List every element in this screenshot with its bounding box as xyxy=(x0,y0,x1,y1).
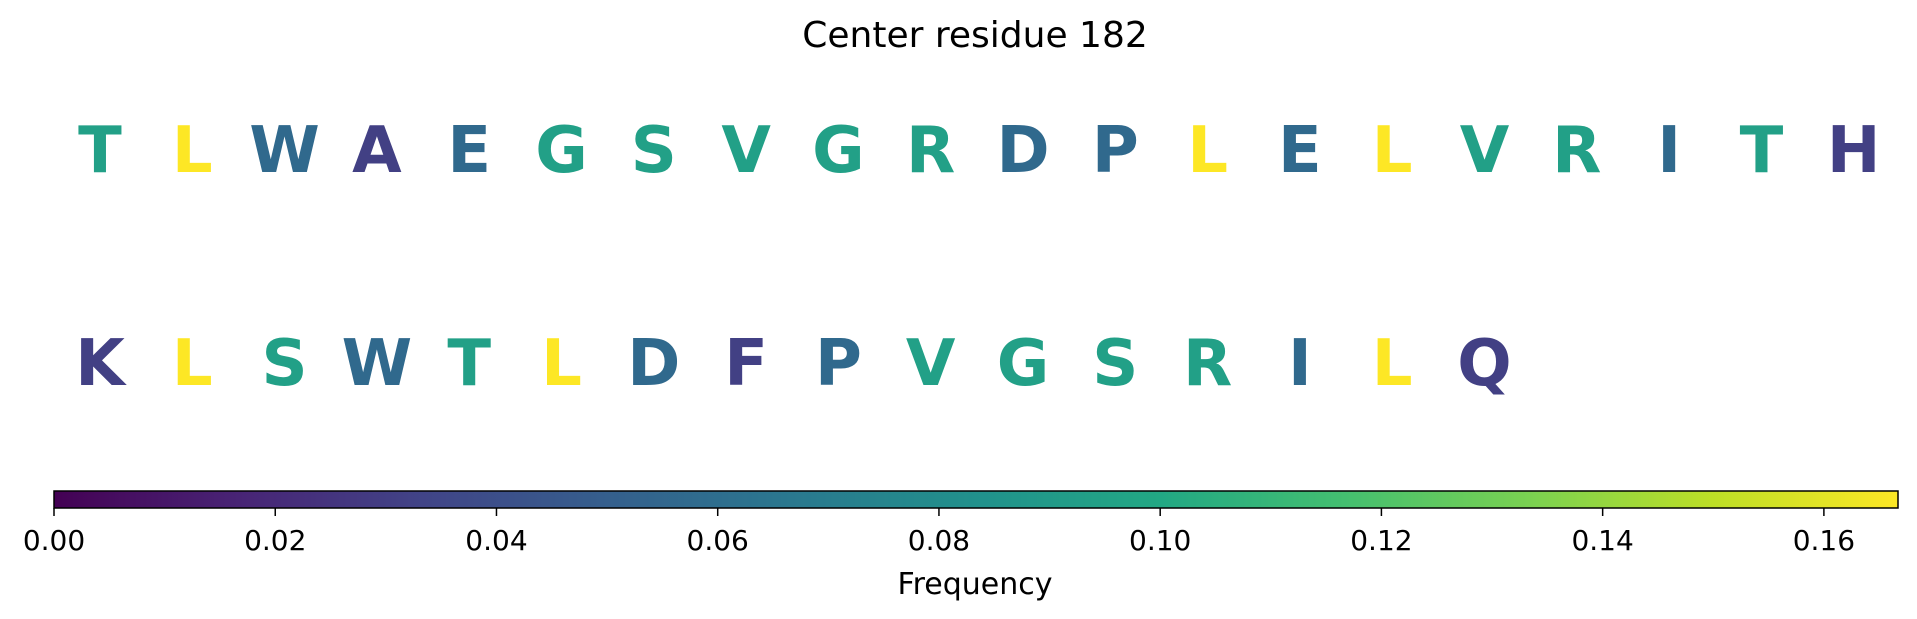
residue-letter: V xyxy=(1460,114,1510,188)
residue-letter: D xyxy=(996,114,1049,188)
colorbar-tick-label: 0.06 xyxy=(687,524,749,557)
residue-letter: R xyxy=(906,114,955,188)
residue-letter: G xyxy=(997,327,1050,401)
residue-letter: V xyxy=(906,327,956,401)
colorbar-tick-label: 0.02 xyxy=(244,524,306,557)
residue-letter: L xyxy=(1372,114,1413,188)
residue-letter: H xyxy=(1827,114,1881,188)
residue-letter: S xyxy=(631,114,677,188)
residue-letter: W xyxy=(249,114,320,188)
colorbar-tick-label: 0.10 xyxy=(1129,524,1191,557)
residue-letter: I xyxy=(1288,327,1312,401)
residue-letter: D xyxy=(627,327,680,401)
residue-letter: L xyxy=(172,114,213,188)
colorbar-tick-label: 0.16 xyxy=(1793,524,1855,557)
residue-letter: L xyxy=(1187,114,1228,188)
residue-letter: T xyxy=(78,114,122,188)
residue-letter: E xyxy=(447,114,491,188)
residue-letter: F xyxy=(724,327,768,401)
colorbar-gradient xyxy=(53,490,1899,509)
residue-letter: G xyxy=(812,114,865,188)
residue-letter: L xyxy=(541,327,582,401)
residue-letter: V xyxy=(721,114,771,188)
colorbar-tick-label: 0.12 xyxy=(1350,524,1412,557)
residue-letter: W xyxy=(342,327,413,401)
residue-letter: S xyxy=(1092,327,1138,401)
residue-letter: Q xyxy=(1457,327,1511,401)
colorbar-tick-label: 0.08 xyxy=(908,524,970,557)
residue-letter: S xyxy=(262,327,308,401)
colorbar-tick-label: 0.00 xyxy=(23,524,85,557)
frequency-colorbar: 0.00 0.02 0.04 0.06 0.08 0.10 0.12 0.14 0.16 Fre… xyxy=(23,490,1899,602)
colorbar-ticks: 0.00 0.02 0.04 0.06 0.08 0.10 0.12 0.14 0.16 xyxy=(23,508,1855,557)
residue-letter: L xyxy=(1372,327,1413,401)
residue-letter: L xyxy=(172,327,213,401)
residue-letter: P xyxy=(1092,114,1139,188)
residue-letter: E xyxy=(1278,114,1322,188)
residue-letter: T xyxy=(1740,114,1784,188)
residue-letter: A xyxy=(352,114,402,188)
colorbar-tick-label: 0.04 xyxy=(465,524,527,557)
residue-letter: T xyxy=(447,327,491,401)
colorbar-tick-label: 0.14 xyxy=(1571,524,1633,557)
residue-letter: R xyxy=(1183,327,1232,401)
chart-title: Center residue 182 xyxy=(802,15,1148,56)
residue-letter: I xyxy=(1657,114,1681,188)
residue-letter: P xyxy=(815,327,862,401)
residue-letter: G xyxy=(535,114,588,188)
residue-letter: R xyxy=(1552,114,1601,188)
colorbar-label: Frequency xyxy=(898,567,1053,602)
residue-letter: K xyxy=(75,327,127,401)
